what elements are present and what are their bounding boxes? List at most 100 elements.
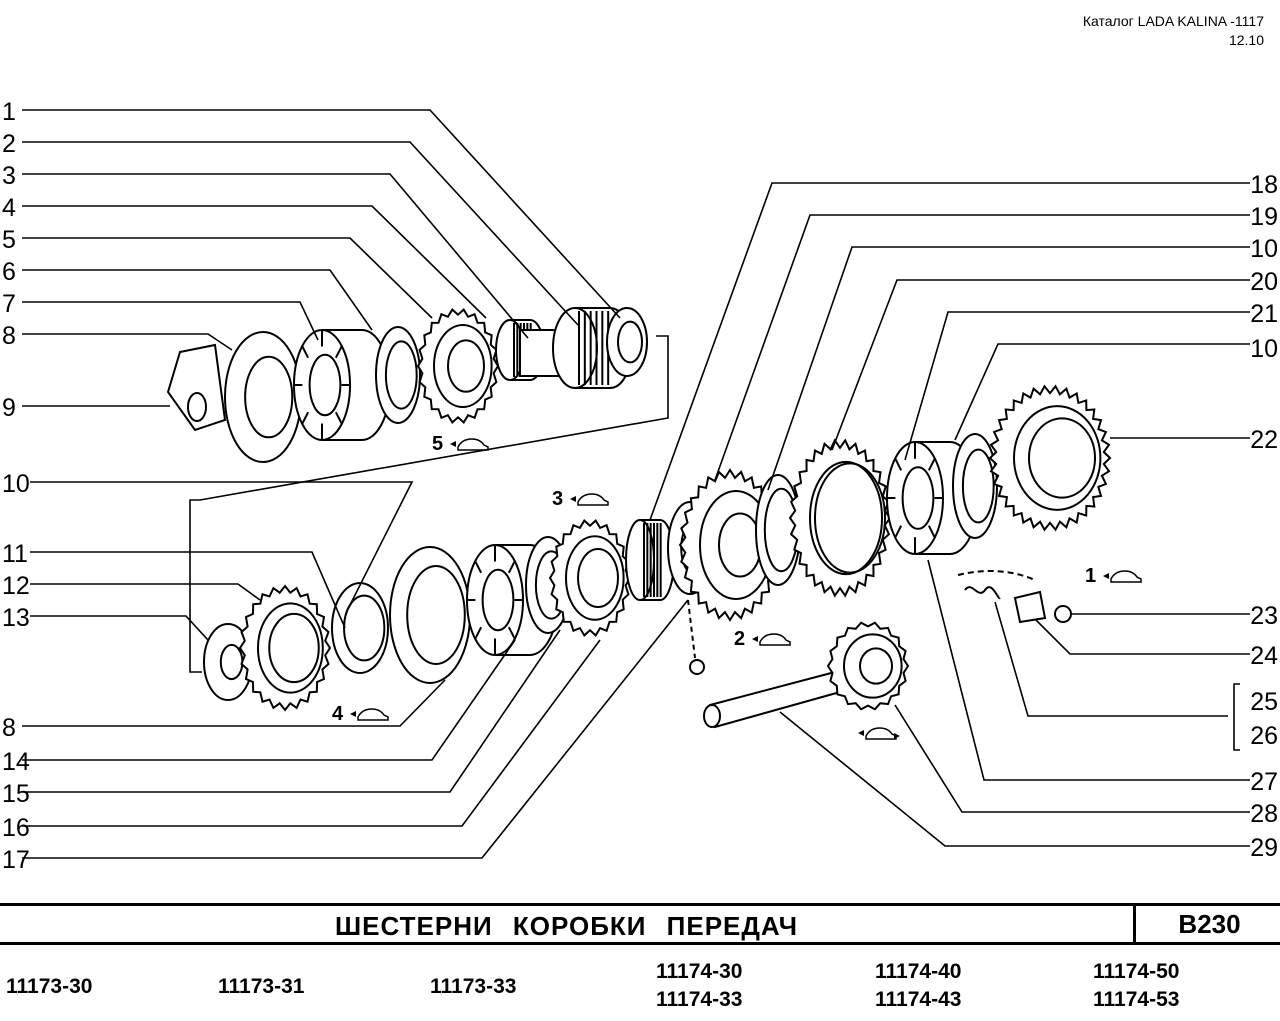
sync-sleeve-1-2-gear: [788, 438, 892, 598]
model-column: 11173-31: [218, 975, 305, 998]
callout-label: 17: [2, 846, 30, 874]
gear-bore: [268, 612, 320, 684]
gear-teeth: [548, 519, 632, 637]
car-icon: [759, 633, 791, 646]
leader-line: [22, 679, 446, 727]
callout-label: 8: [2, 322, 16, 350]
lock-washer: [166, 343, 227, 432]
callout-label: 15: [2, 780, 30, 808]
gear-number: 5: [432, 433, 443, 455]
gear-face: [809, 460, 883, 576]
callout-label: 10: [2, 470, 30, 498]
callout-label: 22: [1250, 426, 1278, 454]
leader-line: [927, 559, 1250, 781]
reverse-shaft: [708, 670, 842, 729]
gear-face: [843, 633, 903, 699]
hub-spline: [507, 626, 516, 640]
callout-label: 13: [2, 604, 30, 632]
hub-spline: [474, 560, 483, 574]
catalog-header: Каталог LADA KALINA -1117 12.10: [1083, 12, 1264, 50]
sync-sleeve-3-4: [389, 546, 471, 684]
leader-line: [904, 311, 1250, 461]
catalog-title: Каталог LADA KALINA -1117: [1082, 13, 1264, 29]
page-title: ШЕСТЕРНИ КОРОБКИ ПЕРЕДАЧ: [335, 911, 798, 941]
callout-label: 5: [2, 226, 16, 254]
detent-spring: [964, 586, 1001, 600]
callout-label: 28: [1250, 800, 1278, 828]
callout-label: 10: [1250, 335, 1278, 363]
leader-line: [22, 301, 319, 341]
gear-number: 2: [734, 628, 745, 650]
callout-label: 10: [1250, 235, 1278, 263]
car-icon: [357, 708, 389, 721]
arrow-icon: [858, 730, 864, 736]
model-column: 11173-30: [6, 975, 93, 998]
gear-face: [257, 602, 324, 694]
leader-line: [22, 173, 529, 339]
callout-label: 19: [1250, 203, 1278, 231]
hub-bore: [481, 568, 515, 632]
callout-label: 26: [1250, 722, 1278, 750]
ring-outer: [224, 331, 302, 463]
callout-label: 24: [1250, 642, 1278, 670]
leader-line: [994, 601, 1228, 717]
ring-inner: [343, 594, 386, 662]
gear-5th: [416, 308, 500, 424]
gear-teeth: [826, 621, 910, 711]
model-column: 11173-33: [430, 975, 517, 998]
hub-spline: [334, 345, 343, 359]
car-icon: [577, 493, 609, 506]
blocker-ring-1: [952, 433, 998, 539]
callout-label: 9: [2, 394, 16, 422]
gear-teeth: [238, 584, 332, 712]
gear-number: 4: [332, 703, 344, 725]
leader-line: [22, 639, 516, 761]
car-icon: [457, 438, 489, 451]
gear-4th-driven: [238, 584, 332, 712]
leader-line: [22, 333, 233, 351]
leader-line: [767, 246, 1250, 491]
gear-face: [565, 535, 625, 621]
hub-spline: [334, 411, 343, 425]
gear-face: [433, 323, 493, 409]
arrow-icon: [894, 733, 900, 739]
ball-path: [687, 599, 696, 659]
callout-label: 2: [2, 130, 16, 158]
ring-inner: [617, 320, 643, 364]
leader-line: [189, 335, 669, 673]
reverse-mark: [858, 727, 900, 740]
callout-label: 18: [1250, 171, 1278, 199]
gear-mark: 4: [332, 703, 389, 725]
hub-spline: [507, 560, 516, 574]
sync-hub-5: [293, 329, 391, 441]
ring-inner: [384, 340, 418, 410]
gear-bore: [447, 339, 485, 393]
assembly-arc: [957, 570, 1036, 581]
leader-line: [22, 599, 689, 859]
leader-line: [30, 615, 209, 641]
callout-label: 7: [2, 290, 16, 318]
leader-line: [30, 481, 414, 606]
leader-line: [779, 711, 1250, 847]
leader-line: [714, 214, 1250, 481]
hub-spline: [894, 525, 903, 539]
catalog-date: 12.10: [1228, 32, 1264, 48]
ball-17: [689, 659, 705, 675]
thrust-washer-13: [203, 623, 253, 701]
parts-drawing: [166, 307, 1112, 729]
arrow-icon: [350, 711, 356, 717]
ring-inner: [406, 565, 466, 665]
gear-number: 1: [1085, 565, 1096, 587]
hub-spline: [927, 525, 936, 539]
gear-mark: 1: [1085, 565, 1142, 587]
hub-spline: [927, 457, 936, 471]
callout-label: 11: [2, 540, 28, 568]
callout-label: 21: [1250, 300, 1278, 328]
leader-line: [22, 237, 433, 319]
leader-line: [894, 704, 1250, 813]
ring-outer: [331, 582, 389, 674]
gear-teeth: [788, 438, 892, 598]
